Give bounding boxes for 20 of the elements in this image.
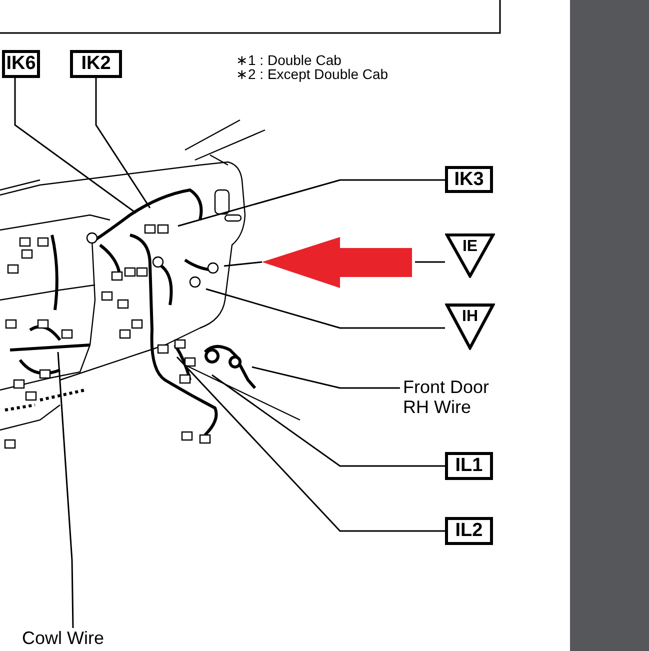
connector-code-box: IL2 [445, 517, 493, 545]
connector-code-box: IK6 [2, 50, 40, 78]
leader-line [252, 366, 400, 389]
leader-line [95, 78, 151, 208]
connector-code-box: IK2 [70, 50, 122, 78]
connector-code-box: IL1 [445, 452, 493, 480]
leader-line [212, 374, 445, 467]
leader-line [57, 352, 74, 628]
leader-line [14, 78, 136, 214]
ground-point-triangle: IE [445, 233, 495, 278]
footnote-text: ∗2 : Except Double Cab [236, 67, 388, 81]
wire-name: Front Door RH Wire [403, 377, 513, 419]
leader-line [223, 261, 446, 267]
connector-code-box: IK3 [445, 166, 493, 193]
wire-name: Cowl Wire [22, 628, 122, 648]
footnote-text: ∗1 : Double Cab [236, 53, 342, 67]
ground-point-triangle: IH [445, 303, 495, 350]
leader-line [176, 356, 445, 532]
leader-line [178, 179, 445, 227]
leader-line [206, 288, 445, 329]
